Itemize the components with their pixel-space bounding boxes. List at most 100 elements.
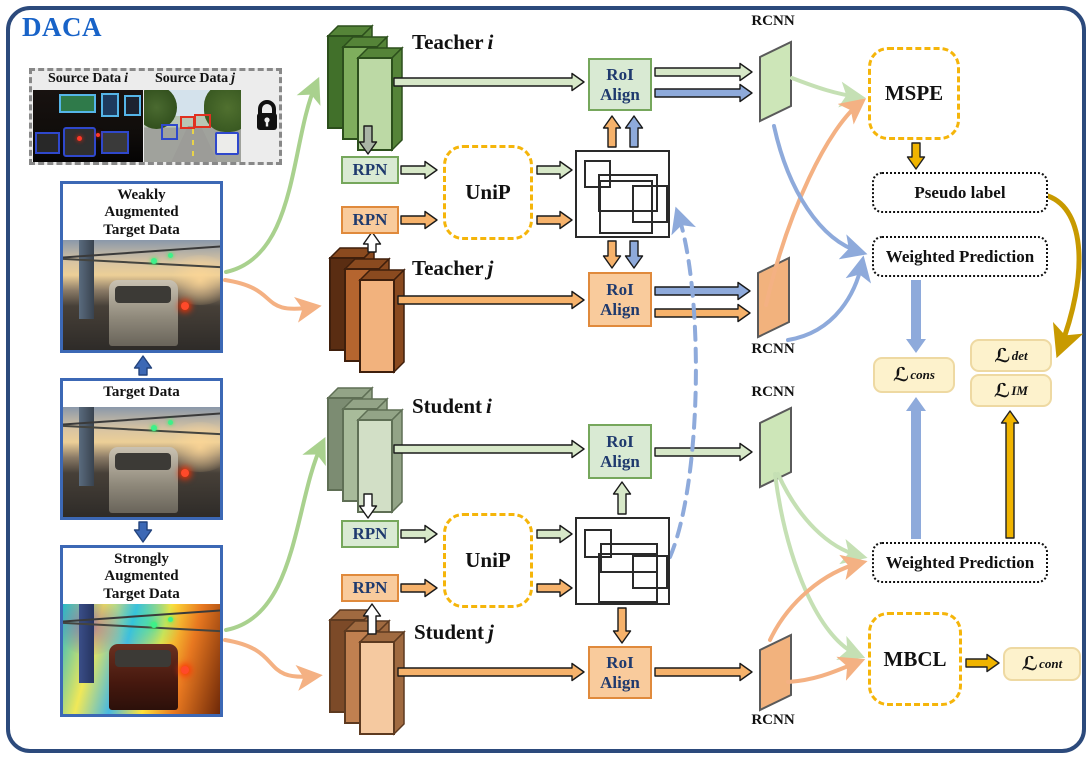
proposal-rect [632,555,668,589]
brake-light [180,301,189,310]
diagram-title: DACA [22,12,102,42]
loss-subscript: IM [1011,382,1028,398]
brake-light [180,665,189,674]
student-j-rpn: RPN [341,574,399,602]
teacher-j-name: Teacher [412,256,484,280]
loss-symbol: ℒ [1021,653,1039,675]
teacher-unip: UniP [443,145,533,240]
traffic-light [150,424,157,431]
detection-box [194,114,212,128]
proposal-rect [632,185,668,223]
lock-icon [257,100,277,130]
proposal-rect [599,180,653,234]
detected-car [35,131,61,154]
loss-subscript: det [1011,347,1028,363]
student-i-rcnn-label: RCNN [751,384,795,400]
source-data-i-var: i [124,71,129,86]
student-unip: UniP [443,513,533,608]
suv-window [114,286,172,303]
detected-car [101,131,130,155]
teacher-j-rcnn-label: RCNN [751,341,795,357]
student-j-name: Student [414,620,485,644]
weighted-prediction-top: Weighted Prediction [872,236,1048,277]
diagram-frame-border [6,6,1086,753]
source-image-i [33,90,143,162]
source-data-j-text: Source Data [154,71,229,86]
loss-symbol: ℒ [893,364,910,386]
weakly-augmented-image [63,240,220,350]
target-data-box: Target Data [60,378,223,520]
weak-label-line2: Augmented [104,204,179,221]
teacher-j-var: j [487,256,494,280]
weakly-augmented-box: Weakly Augmented Target Data [60,181,223,353]
source-data-i-text: Source Data [47,71,122,86]
strongly-augmented-label: Strongly Augmented Target Data [63,548,220,603]
roi-line2: Align [600,672,640,692]
detection-box [101,92,120,118]
pole [78,604,95,684]
traffic-light [150,257,157,264]
lane-marking [191,128,195,162]
target-data-label: Target Data [103,384,180,400]
source-data-j-var: j [231,71,236,86]
student-i-var: i [486,394,492,418]
roi-line2: Align [600,451,640,471]
target-data-image [63,407,220,517]
strong-label-line1: Strongly [114,551,169,567]
student-j-var: j [488,620,494,644]
weakly-augmented-label: Weakly Augmented Target Data [63,184,220,239]
traffic-light [168,617,174,623]
loss-subscript: cons [910,367,935,382]
strongly-augmented-box: Strongly Augmented Target Data [60,545,223,717]
loss-subscript: cont [1039,656,1063,671]
proposal-rect [598,553,658,603]
roi-line1: RoI [606,65,634,85]
weighted-prediction-bottom: Weighted Prediction [872,542,1048,583]
loss-symbol: ℒ [994,344,1011,367]
weak-label-line1: Weakly [117,187,166,203]
teacher-i-var: i [487,30,494,54]
teacher-j-rpn: RPN [341,206,399,234]
strong-label-line3: Target Data [103,585,180,602]
student-proposals-box [575,517,670,605]
roi-line1: RoI [606,280,634,300]
pole [78,407,95,487]
student-j-rcnn-label: RCNN [751,712,795,728]
roi-line1: RoI [606,432,634,452]
weak-label-line3: Target Data [103,221,180,238]
road-sign [59,94,97,113]
mbcl-module: MBCL [868,612,962,706]
tail-light [95,133,100,138]
detected-car [62,127,97,158]
detection-box [161,123,179,141]
student-i-name: Student [412,394,483,418]
teacher-i-rcnn-label: RCNN [751,13,795,29]
student-i-rpn: RPN [341,520,399,548]
roi-line1: RoI [606,653,634,673]
traffic-light [168,253,174,259]
strong-label-line2: Augmented [104,568,179,585]
detection-box [124,95,142,117]
roi-line2: Align [600,299,640,319]
road [171,126,218,162]
tail-light [77,136,82,142]
source-image-j [144,90,241,162]
teacher-proposals-box [575,150,670,238]
traffic-light [150,621,157,628]
teacher-i-rpn: RPN [341,156,399,184]
